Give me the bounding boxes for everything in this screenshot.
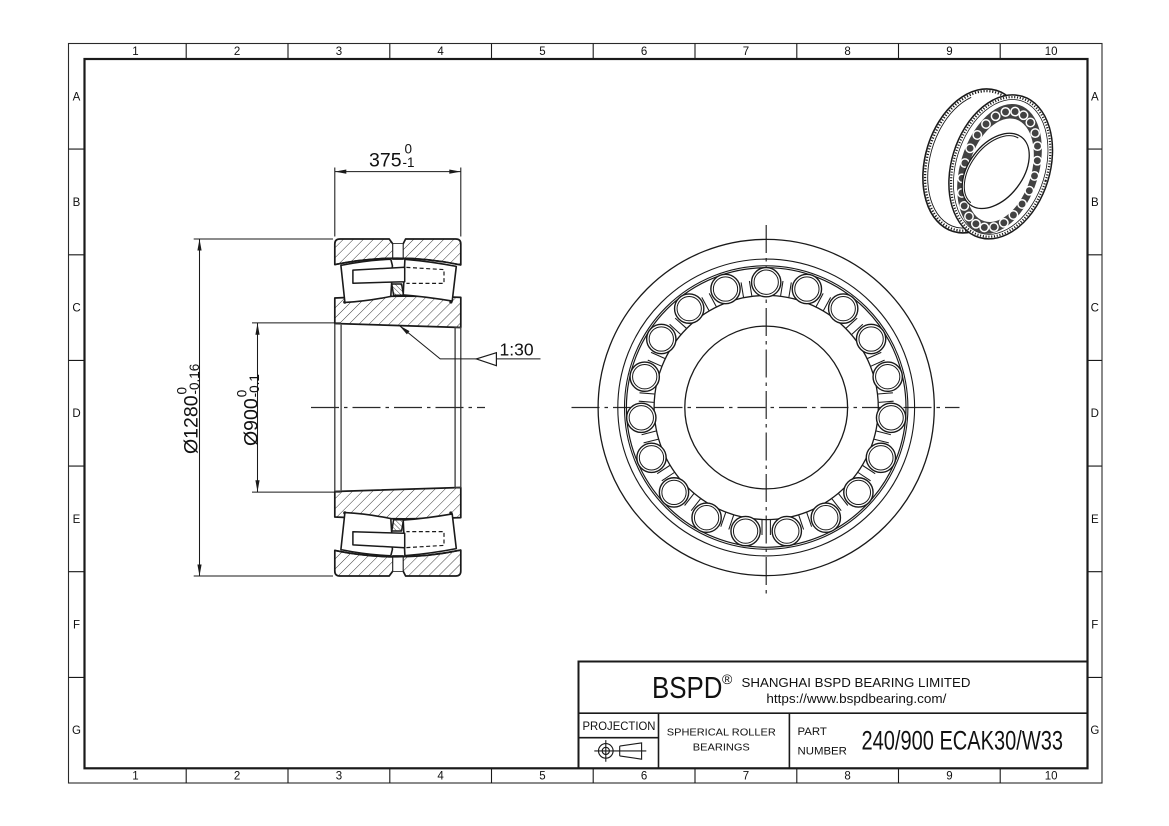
svg-text:3: 3 xyxy=(336,771,342,783)
svg-text:10: 10 xyxy=(1045,771,1058,783)
svg-text:BSPD: BSPD xyxy=(652,670,723,705)
svg-text:BEARINGS: BEARINGS xyxy=(693,743,750,754)
svg-text:1:30: 1:30 xyxy=(500,340,534,360)
svg-text:https://www.bspdbearing.com/: https://www.bspdbearing.com/ xyxy=(766,691,946,706)
svg-text:D: D xyxy=(1091,408,1099,420)
svg-text:F: F xyxy=(73,620,80,632)
svg-text:PROJECTION: PROJECTION xyxy=(583,719,656,733)
svg-text:SPHERICAL ROLLER: SPHERICAL ROLLER xyxy=(667,728,777,739)
svg-text:0: 0 xyxy=(405,142,413,157)
svg-text:4: 4 xyxy=(437,771,444,783)
svg-text:10: 10 xyxy=(1045,46,1058,58)
svg-text:E: E xyxy=(1091,514,1099,526)
svg-text:1: 1 xyxy=(132,46,138,58)
svg-text:1: 1 xyxy=(132,771,138,783)
svg-text:5: 5 xyxy=(539,46,545,58)
svg-text:A: A xyxy=(73,91,81,103)
svg-text:NUMBER: NUMBER xyxy=(798,745,847,757)
svg-text:G: G xyxy=(1090,725,1099,737)
svg-text:9: 9 xyxy=(946,771,952,783)
svg-text:5: 5 xyxy=(539,771,545,783)
svg-text:C: C xyxy=(72,303,80,315)
svg-text:375: 375 xyxy=(369,149,402,171)
svg-text:8: 8 xyxy=(844,771,850,783)
svg-text:6: 6 xyxy=(641,46,647,58)
svg-text:F: F xyxy=(1091,620,1098,632)
svg-text:PART: PART xyxy=(798,726,827,738)
svg-text:-1: -1 xyxy=(403,155,415,170)
svg-text:7: 7 xyxy=(743,46,749,58)
svg-text:G: G xyxy=(72,725,81,737)
svg-text:6: 6 xyxy=(641,771,647,783)
svg-text:C: C xyxy=(1091,303,1099,315)
svg-text:A: A xyxy=(1091,91,1099,103)
svg-text:2: 2 xyxy=(234,46,240,58)
svg-text:E: E xyxy=(73,514,81,526)
svg-text:7: 7 xyxy=(743,771,749,783)
svg-text:3: 3 xyxy=(336,46,342,58)
svg-text:4: 4 xyxy=(437,46,444,58)
svg-text:SHANGHAI BSPD BEARING LIMITED: SHANGHAI BSPD BEARING LIMITED xyxy=(742,675,971,690)
svg-text:9: 9 xyxy=(946,46,952,58)
svg-text:B: B xyxy=(73,197,81,209)
svg-text:2: 2 xyxy=(234,771,240,783)
svg-text:®: ® xyxy=(722,671,733,687)
svg-text:240/900 ECAK30/W33: 240/900 ECAK30/W33 xyxy=(862,726,1064,756)
svg-text:B: B xyxy=(1091,197,1099,209)
svg-text:8: 8 xyxy=(844,46,850,58)
svg-text:D: D xyxy=(72,408,80,420)
